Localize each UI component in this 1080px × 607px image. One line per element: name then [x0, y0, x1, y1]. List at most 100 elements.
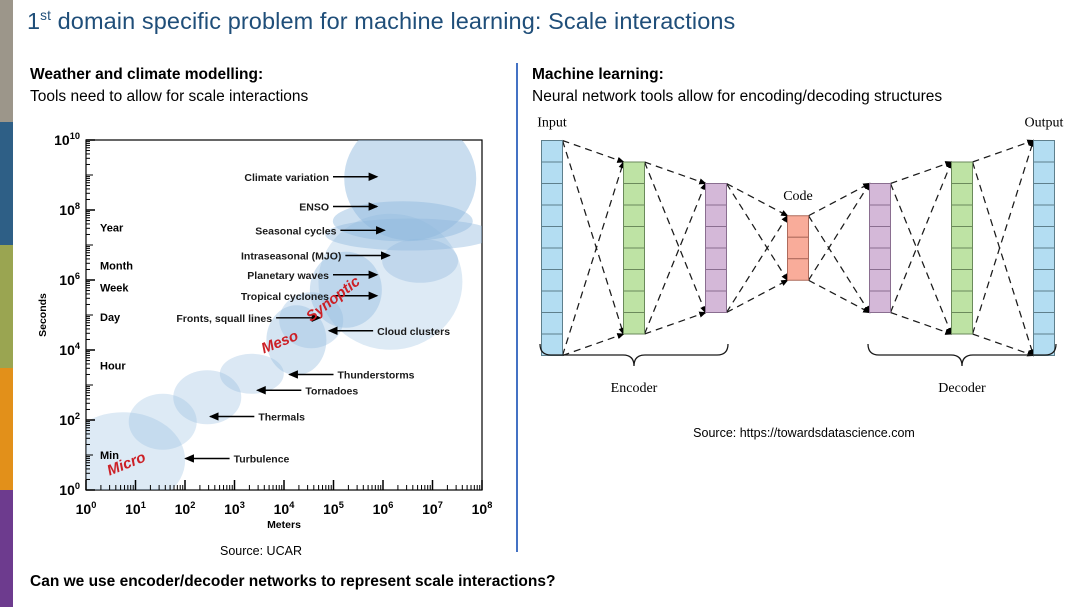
- time-marker-hour: Hour: [100, 360, 126, 372]
- x-tick-label: 103: [224, 500, 245, 517]
- annotation-label: Turbulence: [234, 454, 290, 466]
- annotation-label: ENSO: [299, 202, 329, 214]
- nn-layer-enc-green: [623, 161, 645, 335]
- time-marker-year: Year: [100, 223, 124, 235]
- annotation-label: Seasonal cycles: [255, 225, 336, 237]
- nn-layer-dec-purple: [869, 183, 891, 313]
- y-tick-label: 106: [59, 271, 80, 288]
- left-column-subheading: Tools need to allow for scale interactio…: [30, 88, 309, 105]
- nn-cell: [869, 226, 891, 249]
- nn-code-label: Code: [783, 189, 813, 204]
- nn-cell: [623, 204, 645, 227]
- x-tick-label: 104: [274, 500, 296, 517]
- left-source-caption: Source: UCAR: [220, 544, 302, 558]
- right-column-subheading: Neural network tools allow for encoding/…: [532, 88, 943, 105]
- nn-connection: [644, 311, 707, 335]
- nn-cell: [541, 269, 563, 292]
- nn-connection: [889, 183, 953, 336]
- nn-connection: [889, 160, 953, 313]
- nn-cell: [1033, 333, 1055, 356]
- nn-cell: [1033, 140, 1055, 163]
- color-band-green: [0, 245, 13, 368]
- nn-cell: [951, 204, 973, 227]
- closing-question: Can we use encoder/decoder networks to r…: [30, 573, 556, 590]
- nn-connection: [562, 333, 625, 357]
- nn-cell: [705, 183, 727, 206]
- annotation-label: Tornadoes: [305, 385, 358, 397]
- nn-layer-dec-green: [951, 161, 973, 335]
- scale-chart-svg: 1001021041061081010SecondsMinHourDayWeek…: [37, 131, 492, 531]
- page-title-prefix: 1: [27, 8, 41, 34]
- y-tick-label: 102: [59, 411, 80, 428]
- page-title-rest: domain specific problem for machine lear…: [50, 8, 736, 34]
- nn-connection: [726, 182, 789, 217]
- chart-bubble-group: [86, 140, 482, 490]
- nn-input-label: Input: [537, 116, 567, 131]
- nn-cell: [541, 204, 563, 227]
- nn-cell: [1033, 183, 1055, 206]
- nn-connection: [807, 215, 871, 314]
- nn-cell: [705, 269, 727, 292]
- bubble-thermals-blob: [128, 393, 197, 450]
- nn-decoder-brace: [867, 343, 1057, 367]
- nn-cell: [951, 247, 973, 270]
- x-tick-label: 101: [125, 500, 146, 517]
- bubble-enso-blob: [332, 201, 473, 242]
- y-tick-label: 108: [59, 201, 80, 218]
- nn-cell: [951, 269, 973, 292]
- color-band-gray: [0, 0, 13, 122]
- annotation-label: Thunderstorms: [338, 370, 415, 382]
- nn-connection: [725, 214, 789, 313]
- page-title: 1st domain specific problem for machine …: [27, 8, 735, 35]
- nn-cell: [541, 290, 563, 313]
- annotation-label: Tropical cyclones: [241, 291, 329, 303]
- nn-connection: [890, 161, 953, 185]
- nn-cell: [541, 333, 563, 356]
- x-tick-label: 105: [323, 500, 344, 517]
- left-column-header: Weather and climate modelling: Tools nee…: [30, 66, 308, 106]
- nn-cell: [869, 247, 891, 270]
- nn-connection: [971, 139, 1035, 335]
- nn-cell: [705, 226, 727, 249]
- time-marker-day: Day: [100, 312, 121, 324]
- color-band-blue: [0, 122, 13, 245]
- nn-cell: [541, 161, 563, 184]
- bubble-cloud-clusters-blob: [279, 292, 344, 349]
- nn-cell: [1033, 161, 1055, 184]
- y-tick-label: 1010: [54, 131, 80, 148]
- y-tick-label: 104: [59, 341, 81, 358]
- annotation-label: Fronts, squall lines: [176, 313, 272, 325]
- nn-cell: [1033, 312, 1055, 335]
- nn-cell: [951, 226, 973, 249]
- y-tick-label: 100: [59, 481, 80, 498]
- nn-cell: [623, 290, 645, 313]
- color-band-purple: [0, 490, 13, 607]
- nn-connection: [725, 183, 789, 282]
- nn-cell: [541, 247, 563, 270]
- bubble-micro-blob: [86, 412, 186, 490]
- annotation-label: Cloud clusters: [377, 326, 450, 338]
- bubble-tornadoes-blob: [173, 370, 242, 425]
- nn-cell: [705, 290, 727, 313]
- nn-layer-output: [1033, 140, 1055, 356]
- nn-decoder-label: Decoder: [938, 381, 986, 396]
- right-source-caption: Source: https://towardsdatascience.com: [693, 426, 915, 440]
- x-tick-label: 106: [373, 500, 394, 517]
- nn-layer-enc-purple: [705, 183, 727, 313]
- nn-connection: [971, 161, 1035, 357]
- time-marker-week: Week: [100, 283, 129, 295]
- nn-encoder-label: Encoder: [611, 381, 658, 396]
- annotation-label: Climate variation: [244, 172, 329, 184]
- nn-connection: [972, 139, 1035, 163]
- bubble-seasonal-cycles-blob: [325, 218, 482, 251]
- nn-connection: [562, 139, 625, 163]
- nn-cell: [623, 183, 645, 206]
- column-divider: [516, 63, 518, 552]
- nn-cell: [869, 290, 891, 313]
- left-column-heading: Weather and climate modelling:: [30, 66, 264, 83]
- nn-connection: [561, 140, 625, 336]
- time-marker-month: Month: [100, 260, 133, 272]
